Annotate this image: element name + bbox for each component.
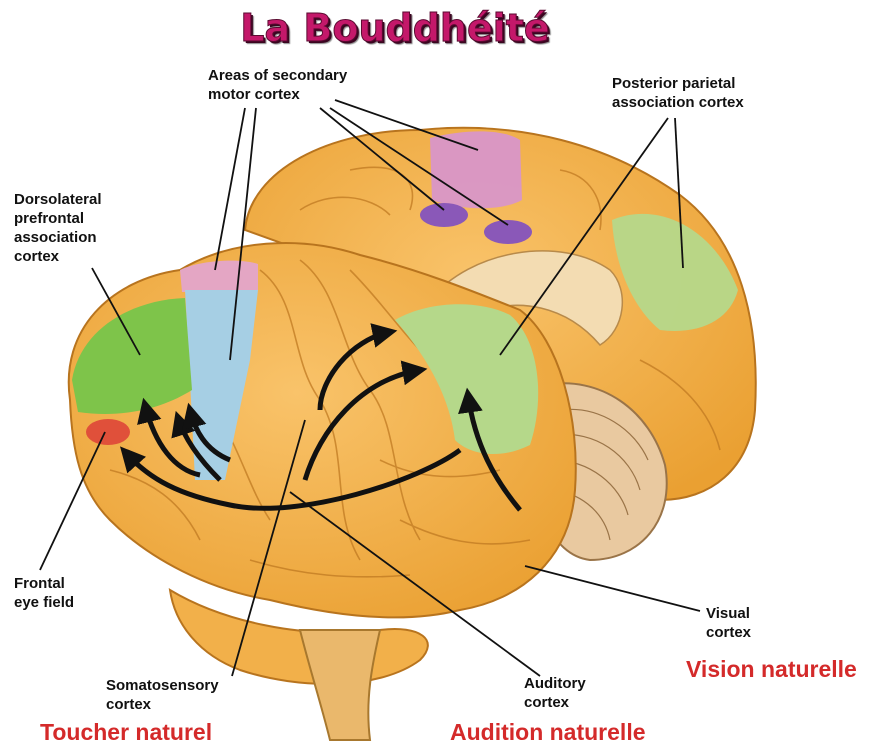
label-line: association bbox=[14, 228, 102, 247]
secondary-motor-pink-area bbox=[430, 131, 522, 208]
secondary-motor-purple-right bbox=[484, 220, 532, 244]
label-line: Dorsolateral bbox=[14, 190, 102, 209]
label-line: cortex bbox=[106, 695, 219, 714]
label-visual-cortex: Visual cortex bbox=[706, 604, 751, 642]
caption-vision: Vision naturelle bbox=[686, 656, 857, 683]
brainstem bbox=[300, 630, 380, 740]
caption-touch: Toucher naturel bbox=[40, 719, 212, 746]
label-line: Auditory bbox=[524, 674, 586, 693]
label-line: Visual bbox=[706, 604, 751, 623]
page-title: La Bouddhéité bbox=[0, 6, 790, 50]
frontal-eye-field-area bbox=[86, 419, 130, 445]
label-line: prefrontal bbox=[14, 209, 102, 228]
label-auditory-cortex: Auditory cortex bbox=[524, 674, 586, 712]
label-line: cortex bbox=[524, 693, 586, 712]
label-somatosensory-cortex: Somatosensory cortex bbox=[106, 676, 219, 714]
label-secondary-motor-cortex: Areas of secondary motor cortex bbox=[208, 66, 347, 104]
label-line: motor cortex bbox=[208, 85, 347, 104]
label-line: eye field bbox=[14, 593, 74, 612]
label-dorsolateral-prefrontal-cortex: Dorsolateral prefrontal association cort… bbox=[14, 190, 102, 266]
label-line: Frontal bbox=[14, 574, 74, 593]
label-frontal-eye-field: Frontal eye field bbox=[14, 574, 74, 612]
label-line: association cortex bbox=[612, 93, 744, 112]
label-line: cortex bbox=[14, 247, 102, 266]
label-line: Posterior parietal bbox=[612, 74, 744, 93]
prefrontal-green-area bbox=[72, 298, 192, 414]
secondary-motor-purple-left bbox=[420, 203, 468, 227]
label-line: Somatosensory bbox=[106, 676, 219, 695]
label-line: cortex bbox=[706, 623, 751, 642]
label-posterior-parietal-cortex: Posterior parietal association cortex bbox=[612, 74, 744, 112]
label-line: Areas of secondary bbox=[208, 66, 347, 85]
caption-hearing: Audition naturelle bbox=[450, 719, 646, 746]
